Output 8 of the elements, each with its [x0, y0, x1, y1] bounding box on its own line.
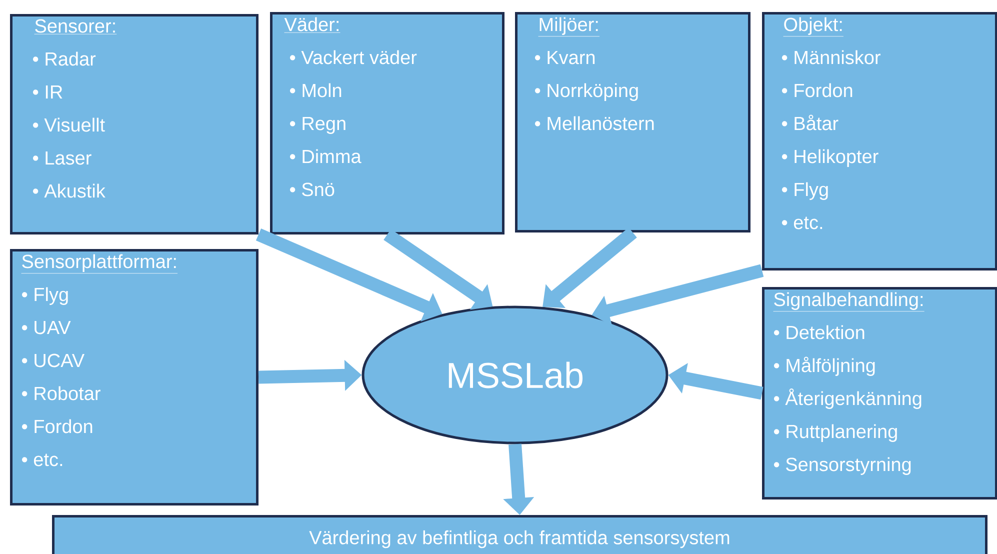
result-banner: Värdering av befintliga och framtida sensorsystem — [52, 515, 988, 554]
category-box: Sensorer: • Radar • IR • Visuellt • Laser • Akustik — [10, 14, 258, 234]
category-box: Sensorplattformar: • Flyg • UAV • UCAV • Robotar • Fordon • etc. — [10, 249, 258, 506]
category-box: Objekt: • Människor • Fordon • Båtar • Helikopter • Flyg • etc. — [762, 12, 997, 270]
category-box: Miljöer: • Kvarn • Norrköping • Mellanöstern — [515, 12, 750, 232]
category-box: Väder: • Vackert väder • Moln • Regn • Dimma • Snö — [270, 12, 504, 234]
block-arrow — [542, 227, 637, 308]
category-box: Signalbehandling: • Detektion • Målföljning • Återigenkänning • Ruttplanering • Sensorstyrning — [762, 287, 997, 500]
